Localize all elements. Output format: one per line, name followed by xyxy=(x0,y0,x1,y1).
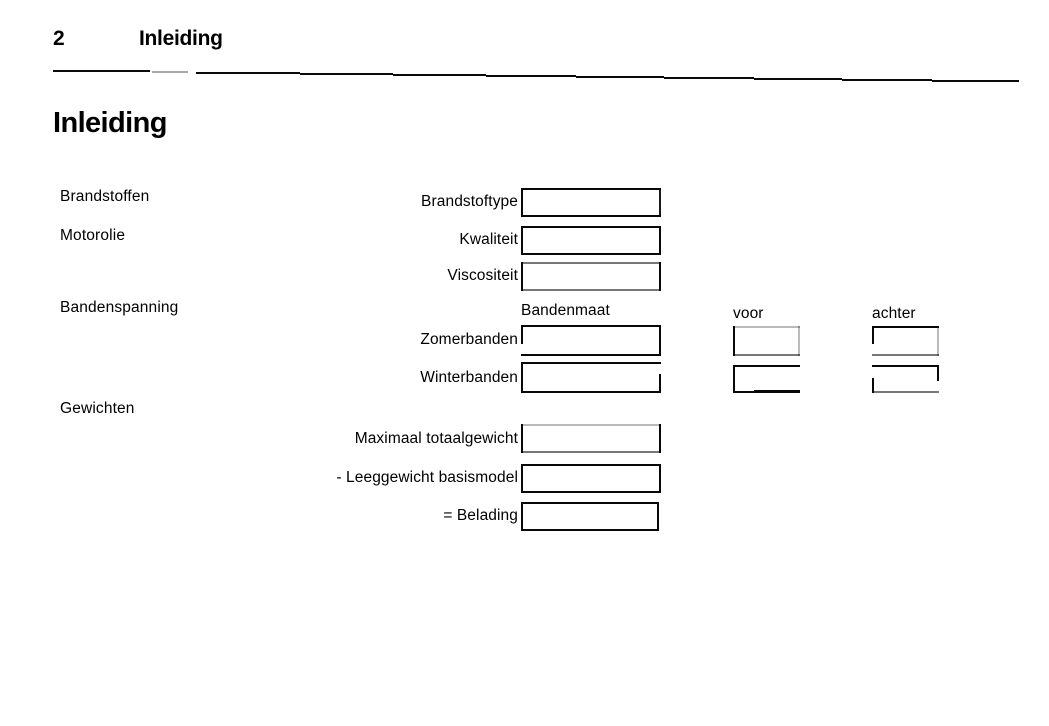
box-edge xyxy=(733,354,800,356)
page-title: Inleiding xyxy=(53,107,167,140)
box-edge xyxy=(521,253,661,255)
box-edge xyxy=(521,529,659,531)
box-edge xyxy=(872,391,939,393)
box-edge xyxy=(521,289,661,291)
field-input-winterbanden-0[interactable] xyxy=(521,362,661,393)
divider-segment xyxy=(486,75,576,77)
field-label-wrap-belading: = Belading xyxy=(230,508,518,526)
field-label-wrap-kwaliteit: Kwaliteit xyxy=(230,232,518,250)
box-edge xyxy=(937,365,939,382)
divider-segment xyxy=(576,76,664,78)
field-input-kwaliteit[interactable] xyxy=(521,226,661,255)
field-label-wrap-viscositeit: Viscositeit xyxy=(230,268,518,286)
column-header-voor: voor xyxy=(733,305,764,322)
divider-segment xyxy=(53,70,150,72)
header-chapter-title: Inleiding xyxy=(139,27,223,50)
box-edge xyxy=(872,326,874,344)
field-label-wrap-leeggewicht-basismodel: - Leeggewicht basismodel xyxy=(230,470,518,488)
field-input-maximaal-totaalgewicht[interactable] xyxy=(521,424,661,453)
field-input-belading[interactable] xyxy=(521,502,659,531)
field-input-zomerbanden-1[interactable] xyxy=(733,326,800,356)
divider-segment xyxy=(393,74,486,76)
field-label-maximaal-totaalgewicht: Maximaal totaalgewicht xyxy=(354,430,518,447)
page-number: 2 xyxy=(53,27,65,50)
field-label-wrap-maximaal-totaalgewicht: Maximaal totaalgewicht xyxy=(230,431,518,449)
box-edge xyxy=(733,365,735,393)
field-label-brandstoftype: Brandstoftype xyxy=(421,193,518,210)
box-edge xyxy=(521,464,661,466)
box-edge xyxy=(754,390,800,393)
box-edge xyxy=(521,491,661,493)
box-edge xyxy=(521,502,659,504)
box-edge xyxy=(521,325,523,344)
section-label-brandstoffen: Brandstoffen xyxy=(60,188,150,205)
field-label-wrap-zomerbanden: Zomerbanden xyxy=(230,332,518,350)
divider-segment xyxy=(300,73,393,75)
divider-segment xyxy=(754,78,842,80)
field-label-wrap-winterbanden: Winterbanden xyxy=(230,370,518,388)
box-edge xyxy=(521,226,661,228)
box-edge xyxy=(521,464,523,493)
field-input-zomerbanden-0[interactable] xyxy=(521,325,661,356)
field-input-leeggewicht-basismodel[interactable] xyxy=(521,464,661,493)
box-edge xyxy=(521,502,523,531)
field-label-winterbanden: Winterbanden xyxy=(420,369,518,386)
field-input-zomerbanden-2[interactable] xyxy=(872,326,939,356)
column-header-achter: achter xyxy=(872,305,916,322)
field-label-viscositeit: Viscositeit xyxy=(447,267,518,284)
box-edge xyxy=(872,377,874,393)
field-label-zomerbanden: Zomerbanden xyxy=(420,331,518,348)
box-edge xyxy=(521,362,523,393)
box-edge xyxy=(872,354,939,356)
box-edge xyxy=(937,326,939,356)
box-edge xyxy=(733,326,800,328)
box-edge xyxy=(521,391,661,393)
divider-segment xyxy=(664,77,754,79)
section-label-gewichten: Gewichten xyxy=(60,400,135,417)
field-label-wrap-brandstoftype: Brandstoftype xyxy=(230,194,518,212)
box-edge xyxy=(872,365,939,367)
box-edge xyxy=(659,226,661,255)
box-edge xyxy=(521,188,523,217)
box-edge xyxy=(521,424,523,453)
field-input-winterbanden-1[interactable] xyxy=(733,365,800,393)
header-divider-rule xyxy=(53,62,1019,82)
box-edge xyxy=(659,373,661,393)
section-label-bandenspanning: Bandenspanning xyxy=(60,299,179,316)
divider-segment xyxy=(196,72,300,74)
box-edge xyxy=(659,464,661,493)
field-label-leeggewicht-basismodel: - Leeggewicht basismodel xyxy=(336,469,518,486)
box-edge xyxy=(659,262,661,291)
column-header-bandenmaat: Bandenmaat xyxy=(521,302,610,319)
box-edge xyxy=(733,365,800,367)
box-edge xyxy=(733,326,735,356)
field-input-winterbanden-2[interactable] xyxy=(872,365,939,393)
box-edge xyxy=(521,362,661,364)
box-edge xyxy=(521,215,661,217)
box-edge xyxy=(521,325,661,327)
field-label-belading: = Belading xyxy=(443,507,518,524)
box-edge xyxy=(657,502,659,531)
box-edge xyxy=(521,354,661,356)
box-edge xyxy=(872,326,939,328)
box-edge xyxy=(659,188,661,217)
box-edge xyxy=(659,424,661,453)
divider-segment xyxy=(152,71,188,73)
divider-segment xyxy=(932,80,1019,82)
box-edge xyxy=(521,262,661,264)
box-edge xyxy=(659,325,661,356)
field-label-kwaliteit: Kwaliteit xyxy=(459,231,518,248)
section-label-motorolie: Motorolie xyxy=(60,227,126,244)
field-input-brandstoftype[interactable] xyxy=(521,188,661,217)
box-edge xyxy=(521,262,523,291)
box-edge xyxy=(521,188,661,190)
field-input-viscositeit[interactable] xyxy=(521,262,661,291)
box-edge xyxy=(521,226,523,255)
box-edge xyxy=(521,424,661,426)
divider-segment xyxy=(842,79,932,81)
box-edge xyxy=(798,326,800,356)
box-edge xyxy=(521,451,661,453)
